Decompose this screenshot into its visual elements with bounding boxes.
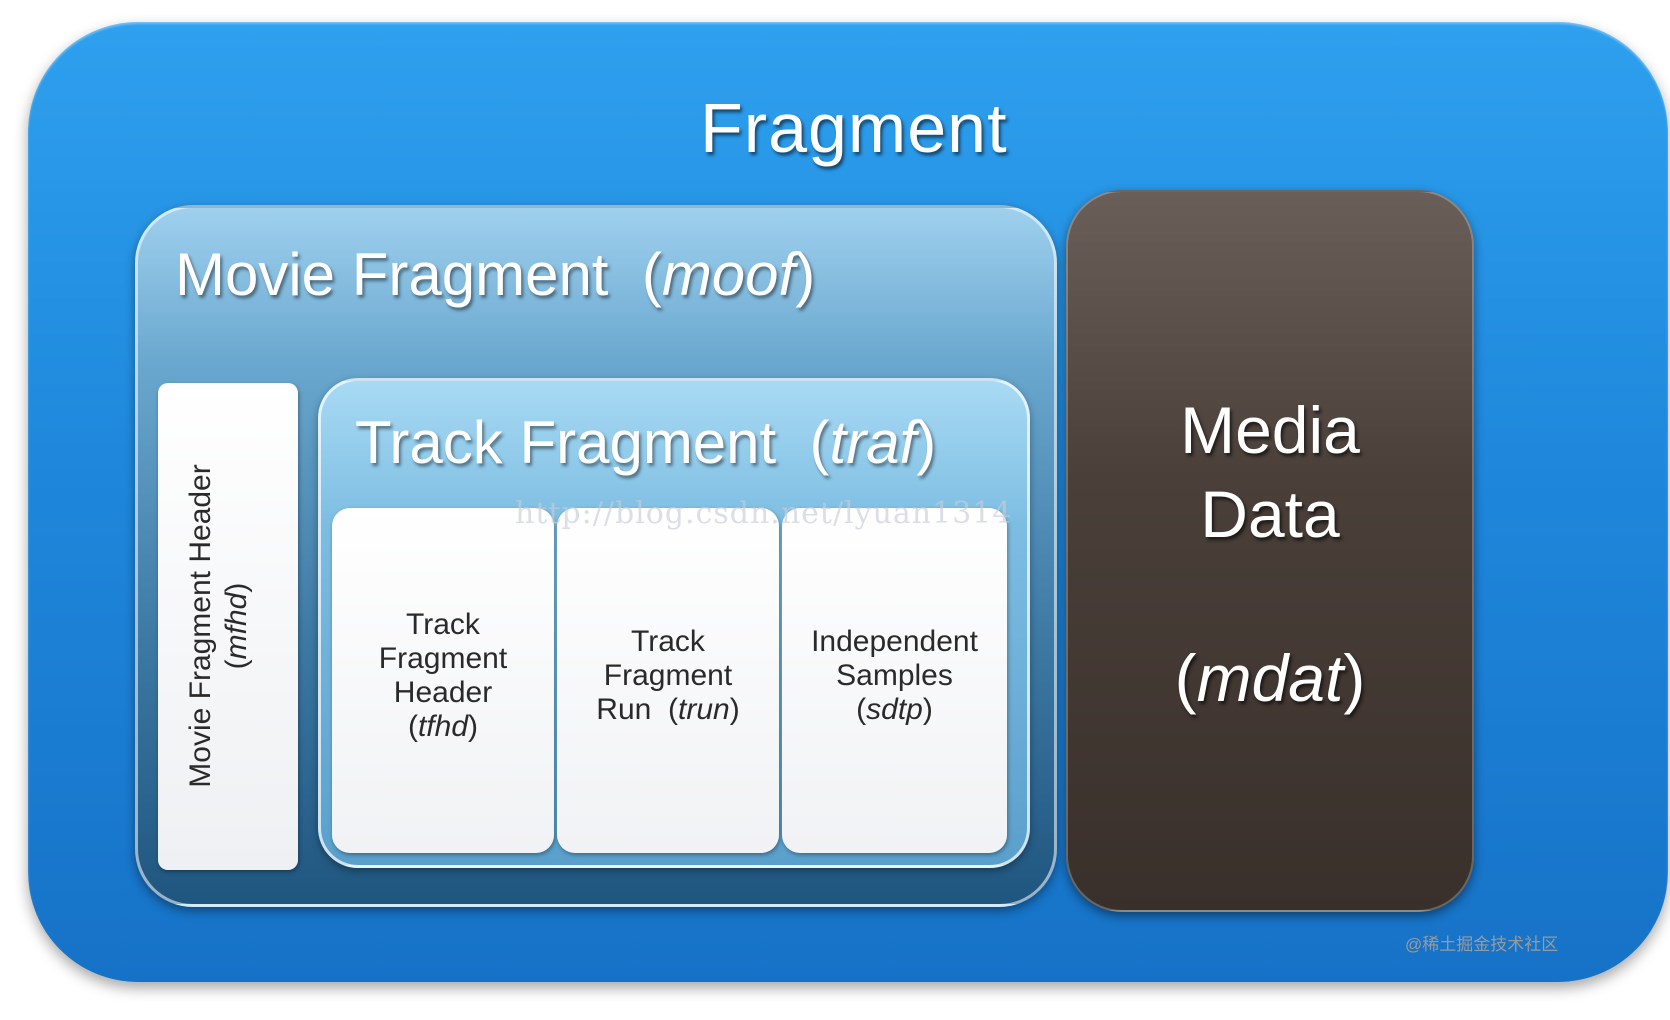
mdat-box	[1066, 190, 1474, 912]
traf-title: Track Fragment (traf)	[355, 409, 937, 476]
tfhd-line1: Track	[406, 608, 480, 641]
trun-line2: Fragment	[603, 659, 733, 692]
tfhd-line2: Fragment	[378, 642, 508, 675]
tfhd-label: Track Fragment Header (tfhd)	[378, 608, 508, 743]
traf-name: Track Fragment	[355, 409, 777, 476]
mfhd-name: Movie Fragment Header	[184, 464, 217, 788]
tfhd-box: Track Fragment Header (tfhd)	[332, 508, 554, 853]
sdtp-line2: Samples	[836, 659, 953, 692]
tfhd-line3: Header	[393, 676, 493, 709]
trun-line1: Track	[631, 625, 705, 658]
moof-abbr: moof	[661, 241, 796, 308]
tfhd-abbr: tfhd	[417, 710, 469, 743]
mfhd-box	[158, 383, 298, 870]
mdat-abbr: mdat	[1196, 641, 1344, 715]
trun-line3: Run	[596, 693, 652, 726]
sdtp-box: Independent Samples (sdtp)	[782, 508, 1007, 853]
sdtp-label: Independent Samples (sdtp)	[811, 625, 978, 726]
mfhd-abbr: mfhd	[220, 592, 253, 660]
mfhd-label: Movie Fragment Header(mfhd)	[184, 464, 253, 788]
mdat-abbr-label: (mdat)	[1174, 641, 1366, 715]
traf-abbr: traf	[829, 409, 917, 476]
trun-abbr: trun	[678, 693, 730, 726]
trun-label: Track Fragment Run (trun)	[596, 625, 740, 726]
trun-box: Track Fragment Run (trun)	[557, 508, 779, 853]
watermark-corner: @稀土掘金技术社区	[1405, 935, 1559, 954]
sdtp-line1: Independent	[811, 625, 978, 658]
mdat-line2: Data	[1200, 477, 1340, 551]
watermark-url: http://blog.csdn.net/lyuan1314	[515, 496, 1013, 531]
fragment-title: Fragment	[700, 89, 1008, 167]
moof-title: Movie Fragment (moof)	[175, 241, 816, 308]
sdtp-abbr: sdtp	[866, 693, 923, 726]
mdat-name: Media Data	[1066, 388, 1474, 556]
moof-name: Movie Fragment	[175, 241, 609, 308]
mdat-line1: Media	[1180, 393, 1360, 467]
